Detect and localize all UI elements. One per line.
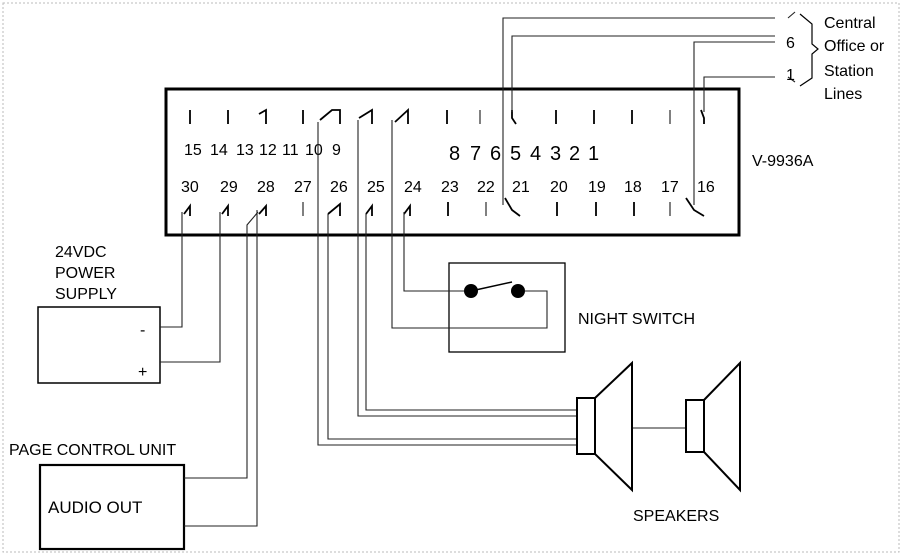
top-row-numbers-large: 8 7 6 5 4 3 2 1 — [449, 143, 599, 165]
line-number-1: 1 — [786, 67, 795, 84]
audio-out-box — [38, 463, 186, 551]
speaker-right-icon — [685, 360, 741, 493]
terminal-28: 28 — [257, 179, 275, 196]
terminal-29: 29 — [220, 179, 238, 196]
lines-label-lines: Lines — [824, 86, 862, 103]
night-switch-label: NIGHT SWITCH — [578, 311, 695, 328]
night-switch-box — [448, 262, 566, 353]
speaker-wires — [317, 120, 686, 446]
power-supply-title-2: POWER — [55, 265, 115, 282]
line-number-6: 6 — [786, 35, 795, 52]
power-wires — [160, 212, 221, 363]
speakers-label: SPEAKERS — [633, 508, 719, 525]
speaker-left-icon — [576, 360, 633, 493]
terminal-14: 14 — [210, 142, 228, 159]
terminal-30: 30 — [181, 179, 199, 196]
terminal-25: 25 — [367, 179, 385, 196]
terminal-7: 7 — [470, 143, 481, 165]
terminal-9: 9 — [332, 142, 341, 159]
terminal-1: 1 — [588, 143, 599, 165]
bottom-row-numbers: 30 29 28 27 26 25 24 23 22 21 20 19 18 1… — [181, 179, 715, 196]
terminal-2: 2 — [569, 143, 580, 165]
bottom-contacts — [183, 197, 705, 217]
terminal-19: 19 — [588, 179, 606, 196]
lines-label-central: Central — [824, 15, 876, 32]
page-control-title: PAGE CONTROL UNIT — [9, 442, 176, 459]
terminal-22: 22 — [477, 179, 495, 196]
audio-out-label: AUDIO OUT — [48, 498, 142, 517]
power-supply-title-1: 24VDC — [55, 244, 107, 261]
terminal-16: 16 — [697, 179, 715, 196]
terminal-4: 4 — [530, 143, 541, 165]
terminal-24: 24 — [404, 179, 422, 196]
lines-label-station: Station — [824, 63, 874, 80]
terminal-27: 27 — [294, 179, 312, 196]
terminal-21: 21 — [512, 179, 530, 196]
line-wires — [502, 11, 796, 205]
terminal-15: 15 — [184, 142, 202, 159]
audio-wires — [184, 210, 259, 527]
power-supply-title-3: SUPPLY — [55, 286, 117, 303]
lines-label-office: Office or — [824, 38, 885, 55]
power-supply-box — [37, 306, 161, 384]
switch-lever — [470, 281, 513, 292]
model-label: V-9936A — [752, 153, 814, 170]
power-supply-minus: - — [140, 322, 145, 339]
night-switch-wires — [391, 120, 548, 329]
switch-contact-right — [511, 284, 525, 298]
terminal-18: 18 — [624, 179, 642, 196]
terminal-20: 20 — [550, 179, 568, 196]
terminal-6: 6 — [490, 143, 501, 165]
power-supply-plus: + — [138, 364, 147, 381]
terminal-26: 26 — [330, 179, 348, 196]
terminal-3: 3 — [550, 143, 561, 165]
terminal-12: 12 — [259, 142, 277, 159]
terminal-5: 5 — [510, 143, 521, 165]
terminal-10: 10 — [305, 142, 323, 159]
terminal-23: 23 — [441, 179, 459, 196]
top-contacts — [189, 107, 705, 125]
terminal-13: 13 — [236, 142, 254, 159]
terminal-17: 17 — [661, 179, 679, 196]
terminal-11: 11 — [282, 142, 299, 159]
lines-bracket — [799, 13, 819, 87]
terminal-8: 8 — [449, 143, 460, 165]
